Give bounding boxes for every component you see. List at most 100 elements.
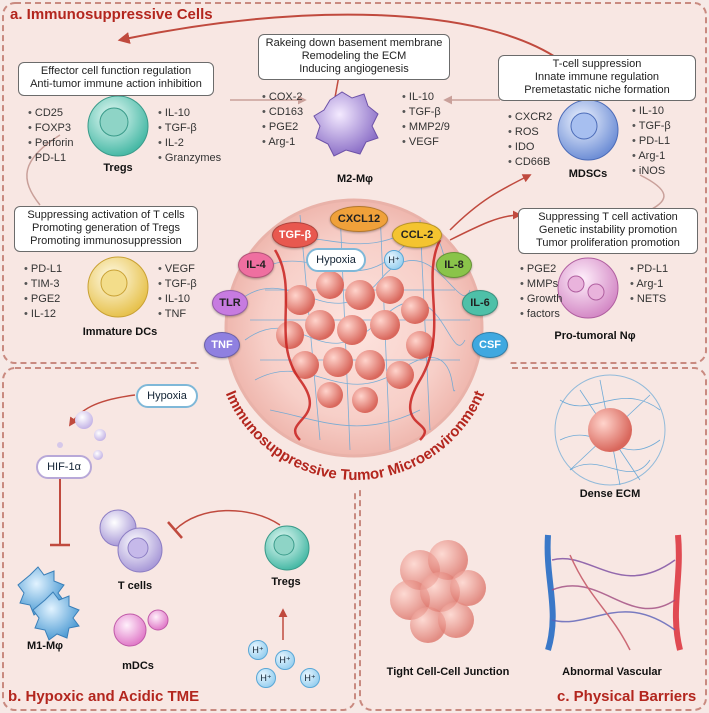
marker: Granzymes: [158, 151, 221, 166]
marker: COX-2: [262, 90, 303, 105]
marker: MMPs: [520, 277, 562, 292]
m2-function-line: Inducing angiogenesis: [299, 63, 409, 75]
neut-function-line: Suppressing T cell activation: [538, 211, 678, 223]
marker: VEGF: [402, 135, 450, 150]
neut-markers-right: PD-L1 Arg-1 NETS: [630, 262, 668, 307]
hplus-1: H⁺: [248, 640, 268, 660]
marker: Perforin: [28, 136, 74, 151]
abnormal-vessels: [544, 534, 683, 651]
marker: NETS: [630, 292, 668, 307]
marker: MMP2/9: [402, 120, 450, 135]
tregs-b-label: Tregs: [271, 576, 301, 588]
mdsc-function-box: T-cell suppression Innate immune regulat…: [498, 55, 696, 101]
marker: TIM-3: [24, 277, 62, 292]
tregs-label: Tregs: [103, 162, 133, 174]
marker: PGE2: [520, 262, 562, 277]
dc-markers-right: VEGF TGF-β IL-10 TNF: [158, 262, 197, 322]
mdcs-label: mDCs: [122, 660, 154, 672]
marker: IL-10: [158, 292, 197, 307]
neut-function-line: Genetic instability promotion: [538, 224, 678, 236]
cytokine-csf: CSF: [472, 332, 508, 358]
marker: CD163: [262, 105, 303, 120]
marker: CD25: [28, 106, 73, 121]
marker: PGE2: [24, 292, 62, 307]
marker: TGF-β: [632, 119, 671, 134]
neut-label: Pro-tumoral Nφ: [554, 330, 636, 342]
tregs-function-box: Effector cell function regulation Anti-t…: [18, 62, 214, 96]
dc-function-line: Promoting generation of Tregs: [32, 222, 180, 234]
cytokine-il4: IL-4: [238, 252, 274, 278]
marker: IDO: [508, 140, 552, 155]
marker: TGF-β: [158, 277, 197, 292]
mdsc-function-line: Premetastatic niche formation: [524, 84, 670, 96]
cytokine-tlr: TLR: [212, 290, 248, 316]
hif-pill: HIF-1α: [36, 455, 92, 479]
tregs-function-line: Anti-tumor immune action inhibition: [30, 78, 202, 90]
marker: PGE2: [262, 120, 303, 135]
dc-label: Immature DCs: [82, 326, 158, 338]
dc-function-box: Suppressing activation of T cells Promot…: [14, 206, 198, 252]
cytokine-tnf: TNF: [204, 332, 240, 358]
neut-function-box: Suppressing T cell activation Genetic in…: [518, 208, 698, 254]
cytokine-tgfb: TGF-β: [272, 222, 318, 248]
neut-markers-left: PGE2 MMPs Growth factors: [520, 262, 562, 322]
section-a-title: a. Immunosuppressive Cells: [10, 6, 213, 23]
marker: VEGF: [158, 262, 197, 277]
marker: IL-10: [158, 106, 221, 121]
tight-junction-cells: [390, 540, 486, 643]
hypoxia-pill: Hypoxia: [136, 384, 198, 408]
dc-function-line: Promoting immunosuppression: [30, 235, 182, 247]
marker: CD66B: [508, 155, 552, 170]
tregs-markers-left: CD25 FOXP3 Perforin PD-L1: [28, 106, 74, 166]
m2-function-box: Rakeing down basement membrane Remodelin…: [258, 34, 450, 80]
m2-markers-right: IL-10 TGF-β MMP2/9 VEGF: [402, 90, 450, 150]
m2-markers-left: COX-2 CD163 PGE2 Arg-1: [262, 90, 303, 150]
section-c-title: c. Physical Barriers: [557, 688, 697, 705]
marker: Arg-1: [262, 135, 303, 150]
marker: TGF-β: [402, 105, 450, 120]
marker: Growth: [520, 292, 562, 307]
mdsc-function-line: Innate immune regulation: [534, 71, 660, 83]
marker: TGF-β: [158, 121, 221, 136]
marker: iNOS: [632, 164, 671, 179]
dc-function-line: Suppressing activation of T cells: [27, 209, 185, 221]
m1-label: M1-Mφ: [27, 640, 63, 652]
marker: IL-10: [402, 90, 450, 105]
section-b-title: b. Hypoxic and Acidic TME: [8, 688, 200, 705]
hplus-center: H⁺: [384, 250, 404, 270]
tumor-cells: [276, 271, 434, 413]
cytokine-cxcl12: CXCL12: [330, 206, 388, 232]
marker: CXCR2: [508, 110, 552, 125]
tregs-markers-right: IL-10 TGF-β IL-2 Granzymes: [158, 106, 221, 166]
marker: Arg-1: [630, 277, 668, 292]
mdsc-function-line: T-cell suppression: [552, 58, 642, 70]
abnormal-vascular-label: Abnormal Vascular: [562, 666, 662, 678]
cytokine-il6: IL-6: [462, 290, 498, 316]
hplus-3: H⁺: [256, 668, 276, 688]
hplus-4: H⁺: [300, 668, 320, 688]
cytokine-il8: IL-8: [436, 252, 472, 278]
tight-junction-label: Tight Cell-Cell Junction: [386, 666, 510, 678]
marker: Arg-1: [632, 149, 671, 164]
dense-ecm-label: Dense ECM: [579, 488, 641, 500]
dc-markers-left: PD-L1 TIM-3 PGE2 IL-12: [24, 262, 62, 322]
neut-function-line: Tumor proliferation promotion: [536, 237, 680, 249]
tregs-function-line: Effector cell function regulation: [40, 65, 192, 77]
marker: factors: [520, 307, 562, 322]
marker: TNF: [158, 307, 197, 322]
blood-vessels: [273, 239, 442, 441]
cytokine-ccl2: CCL-2: [392, 222, 442, 248]
hplus-2: H⁺: [275, 650, 295, 670]
hypoxia-center-pill: Hypoxia: [306, 248, 366, 272]
m2-function-line: Remodeling the ECM: [301, 50, 407, 62]
mdsc-markers-right: IL-10 TGF-β PD-L1 Arg-1 iNOS: [632, 104, 671, 179]
marker: PD-L1: [24, 262, 62, 277]
tcells-label: T cells: [117, 580, 153, 592]
mdsc-label: MDSCs: [568, 168, 608, 180]
m2-label: M2-Mφ: [337, 173, 373, 185]
marker: PD-L1: [630, 262, 668, 277]
m2-function-line: Rakeing down basement membrane: [265, 37, 443, 49]
marker: ROS: [508, 125, 552, 140]
marker: IL-12: [24, 307, 62, 322]
